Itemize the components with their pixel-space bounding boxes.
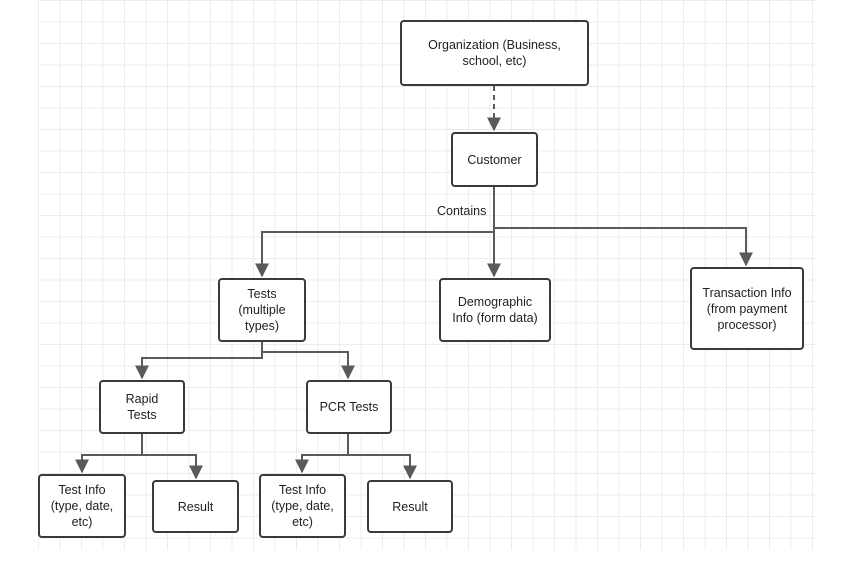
connector-customer-transaction xyxy=(494,227,753,267)
pcr-test-info-node: Test Info (type, date, etc) xyxy=(259,474,346,538)
rapid-result-node: Result xyxy=(152,480,239,533)
pcr-result-node: Result xyxy=(367,480,453,533)
contains-label: Contains xyxy=(437,204,487,218)
rapid-test-info-node: Test Info (type, date, etc) xyxy=(38,474,126,538)
transaction-node: Transaction Info (from payment processor… xyxy=(690,267,804,350)
organization-node: Organization (Business, school, etc) xyxy=(400,20,589,86)
rapid-tests-node: Rapid Tests xyxy=(99,380,185,434)
grid-background xyxy=(38,0,817,550)
connector-rapid-result xyxy=(142,454,203,480)
connector-tests-rapid xyxy=(135,342,263,380)
connector-customer-tests xyxy=(255,187,495,278)
demographic-node: Demographic Info (form data) xyxy=(439,278,551,342)
connector-rapid-testinfo xyxy=(75,434,143,474)
tests-node: Tests (multiple types) xyxy=(218,278,306,342)
connector-tests-pcr xyxy=(262,351,355,380)
connector-pcr-result xyxy=(348,454,417,480)
customer-node: Customer xyxy=(451,132,538,187)
pcr-tests-node: PCR Tests xyxy=(306,380,392,434)
connector-pcr-testinfo xyxy=(295,434,349,474)
